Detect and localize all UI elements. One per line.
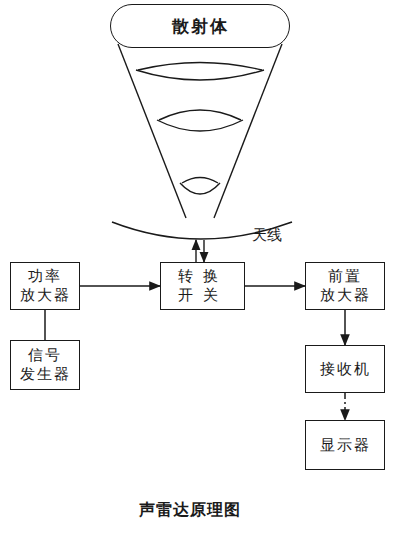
part-name: 天线: [252, 226, 282, 245]
signal-arrow: [245, 285, 305, 287]
box-label: 前置 放大器: [306, 267, 384, 305]
display-box: 显示器: [305, 420, 385, 470]
signal-arrow: [80, 285, 160, 287]
connector-line: [44, 310, 46, 340]
box-label: 功率 放大器: [11, 267, 79, 305]
scatterer-body: 散射体: [110, 4, 290, 48]
beam-cone: [118, 44, 282, 218]
receiver-box: 接收机: [305, 345, 385, 393]
figure-caption: 声雷达原理图: [0, 500, 380, 521]
box-label: 散射体: [172, 17, 229, 36]
box-label: 转换 开关: [161, 267, 244, 305]
receive-arrow: [203, 240, 204, 262]
signal-arrow: [344, 393, 346, 420]
transmit-arrow: [195, 240, 196, 262]
power-amplifier-box: 功率 放大器: [10, 262, 80, 310]
switch-box: 转换 开关: [160, 262, 245, 310]
preamplifier-box: 前置 放大器: [305, 262, 385, 310]
signal-generator-box: 信号 发生器: [10, 340, 80, 390]
signal-arrow: [344, 310, 346, 345]
box-label: 接收机: [320, 360, 371, 379]
box-label: 显示器: [320, 436, 371, 455]
box-label: 信号 发生器: [11, 346, 79, 384]
